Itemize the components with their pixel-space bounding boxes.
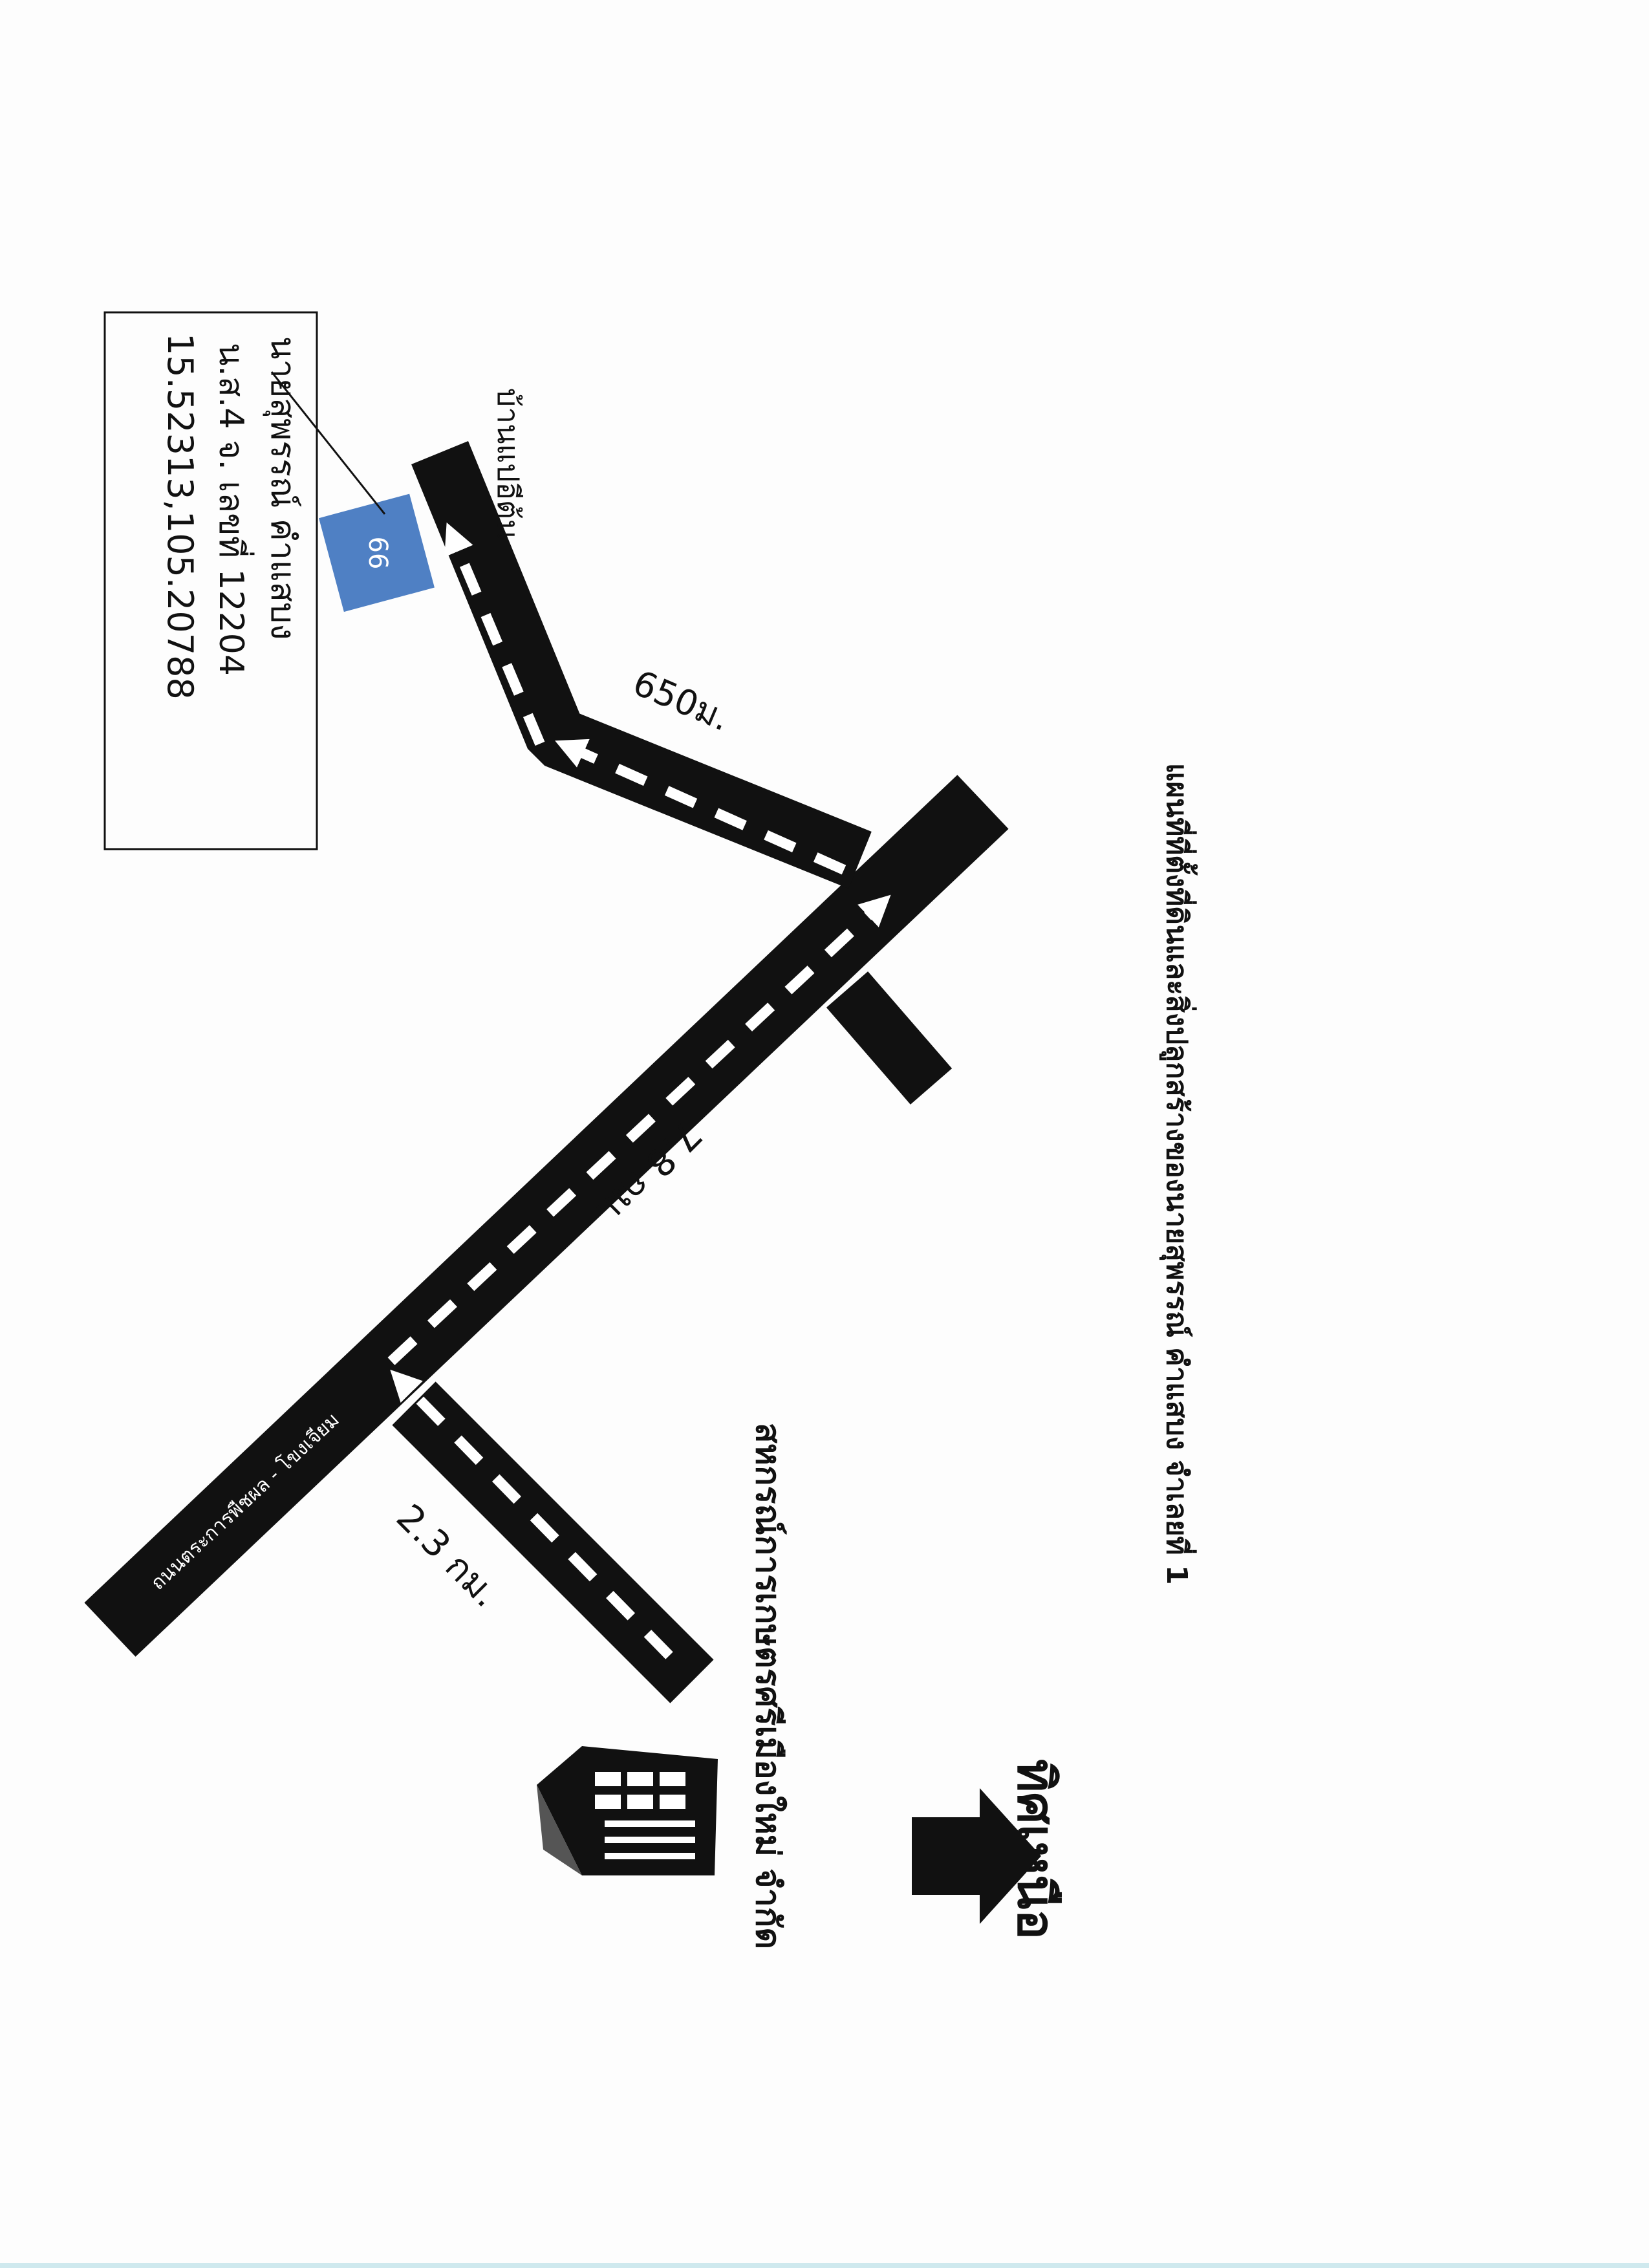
village-road <box>411 441 872 889</box>
parcel-deed: น.ส.4 จ. เลขที่ 12204 <box>211 343 255 676</box>
building-icon <box>537 1746 718 1875</box>
parcel-leader-line <box>270 371 386 515</box>
cooperative-label: สหกรณ์การเกษตรศรีเมืองใหม่ จำกัด <box>748 1423 788 1949</box>
village-lane-2 <box>444 522 545 746</box>
parcel-box[interactable] <box>319 493 435 612</box>
main-lane <box>387 894 891 1365</box>
side-stub-road <box>826 971 953 1105</box>
branch-road <box>392 1381 714 1703</box>
branch-lane <box>390 1369 673 1659</box>
parcel-marker[interactable]: 66 <box>319 493 435 612</box>
north-arrow-icon <box>912 1788 1041 1924</box>
main-road-label: ถนนตระการพืชผล - โขงเจียม <box>146 1408 344 1595</box>
scan-edge <box>0 2263 1649 2268</box>
route-lanes <box>387 522 891 1659</box>
parcel-owner: นายสุพรรณ์ คำแสบง <box>263 336 302 640</box>
distance-last-leg: 650ม. <box>627 662 736 739</box>
map-title: แผนที่ที่ตั้งที่ดินและสิ่งปลูกสร้างของนา… <box>1159 763 1198 1585</box>
parcel-coordinates: 15.52313,105.20788 <box>160 333 200 700</box>
parcel-info-box: นายสุพรรณ์ คำแสบง น.ส.4 จ. เลขที่ 12204 … <box>103 311 318 850</box>
parcel-number: 66 <box>363 537 393 570</box>
village-label: บ้านแปอีต้น <box>491 388 526 539</box>
